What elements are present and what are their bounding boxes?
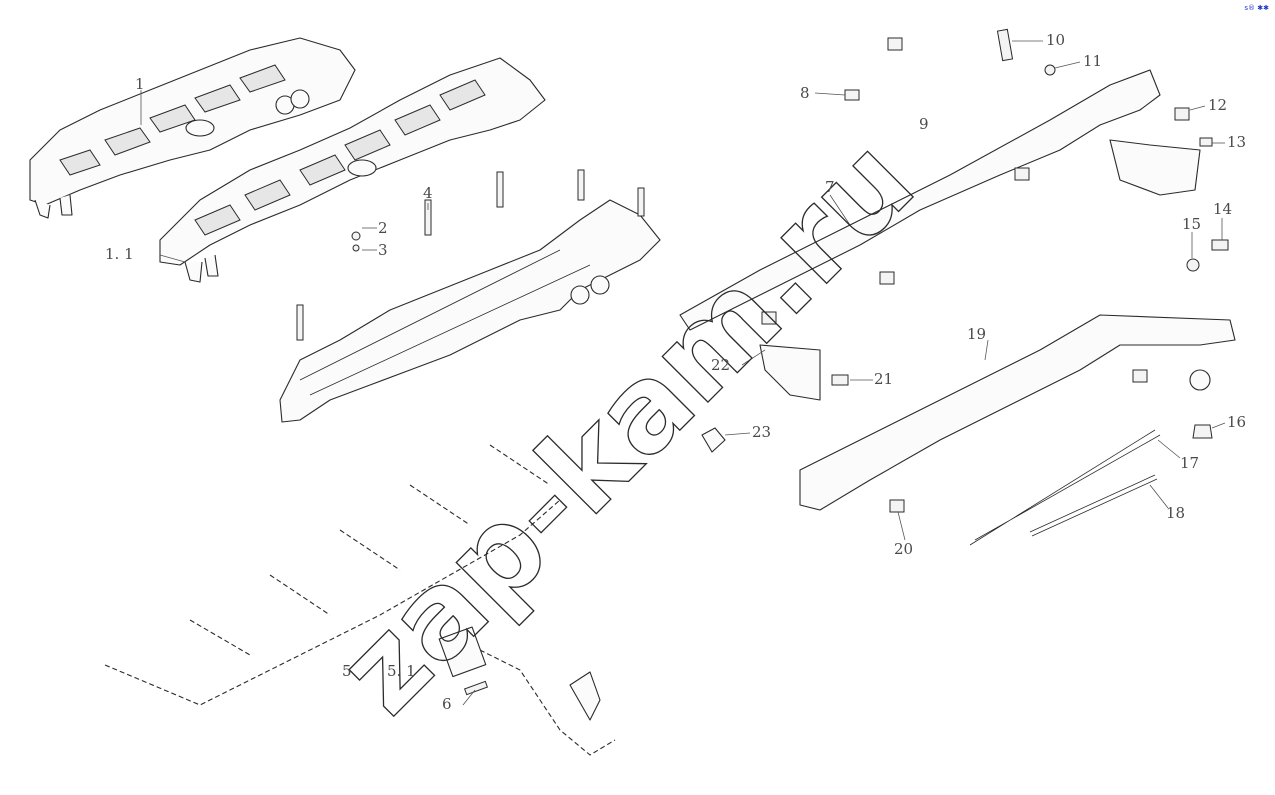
callout-20: 20: [894, 540, 914, 558]
callout-1: 1: [135, 75, 145, 93]
valve-cover-base: [279, 169, 661, 423]
callout-22: 22: [711, 356, 731, 374]
callout-21: 21: [874, 370, 894, 388]
bracket-assembly-7: [679, 28, 1213, 331]
callout-11: 11: [1083, 52, 1103, 70]
callout-8: 8: [800, 84, 810, 102]
callout-7: 7: [825, 178, 835, 196]
bracket-part-19: [799, 314, 1236, 513]
corner-mark: s® ✱✱: [1244, 4, 1269, 12]
callout-19: 19: [967, 325, 987, 343]
callout-23: 23: [752, 423, 772, 441]
callout-14: 14: [1213, 200, 1233, 218]
leader-lines: [140, 40, 1226, 706]
callout-13: 13: [1227, 133, 1247, 151]
callout-16: 16: [1227, 413, 1247, 431]
cover-part-1-1: [159, 57, 546, 283]
small-fasteners: [701, 239, 1229, 546]
callout-10: 10: [1046, 31, 1066, 49]
callout-6: 6: [442, 695, 452, 713]
callout-5-1: 5. 1: [387, 662, 416, 680]
callout-1-1: 1. 1: [105, 245, 134, 263]
cover-part-1: [29, 37, 356, 219]
callout-5: 5: [342, 662, 352, 680]
callout-9: 9: [919, 115, 929, 133]
wiring-harness: [104, 444, 616, 756]
callout-3: 3: [378, 241, 388, 259]
callout-15: 15: [1182, 215, 1202, 233]
watermark-text: zap-kam.ru: [312, 112, 940, 740]
callout-17: 17: [1180, 454, 1200, 472]
callout-2: 2: [378, 219, 388, 237]
callout-4: 4: [423, 184, 433, 202]
callout-12: 12: [1208, 96, 1228, 114]
callout-18: 18: [1166, 504, 1186, 522]
